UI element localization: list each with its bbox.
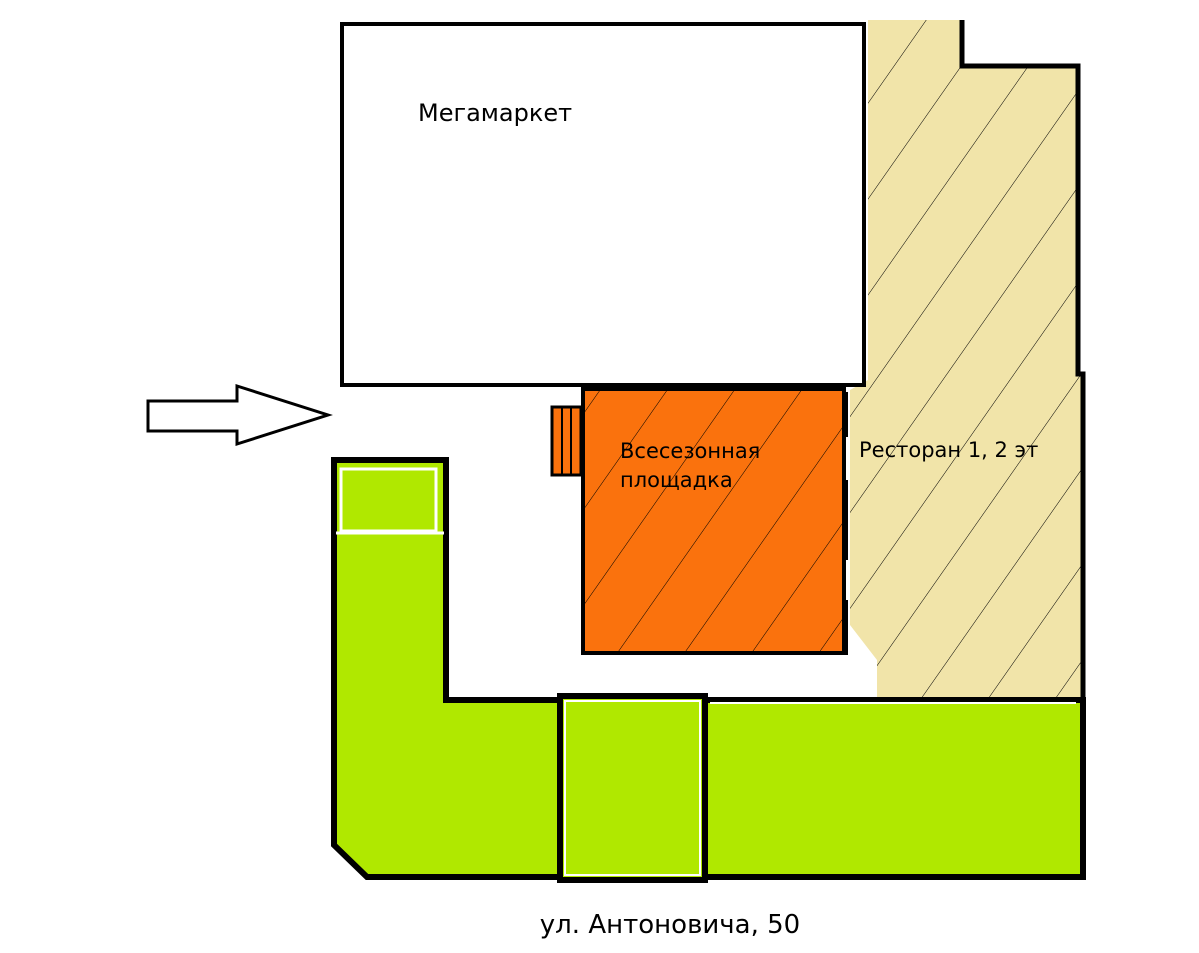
- green-block-middle-section: [557, 693, 708, 883]
- pavilion-entrance-steps: [550, 405, 583, 477]
- street-label: ул. Антоновича, 50: [540, 910, 800, 940]
- megamarket-building[interactable]: Мегамаркет: [340, 22, 866, 387]
- pavilion-hatching: [583, 389, 844, 653]
- green-residential-block[interactable]: [331, 457, 1086, 883]
- restaurant-label: Ресторан 1, 2 эт: [859, 438, 1038, 462]
- green-block-outline: [331, 457, 1086, 880]
- megamarket-outline: [340, 22, 866, 387]
- green-block-top-section: [339, 467, 438, 533]
- green-block-middle-inner: [564, 700, 701, 876]
- megamarket-label: Мегамаркет: [418, 99, 572, 127]
- restaurant-building[interactable]: Ресторан 1, 2 эт: [850, 20, 1086, 703]
- pavilion-label-line-2: площадка: [620, 468, 733, 492]
- entrance-arrow-icon: [146, 383, 333, 447]
- pavilion-label-line-1: Всесезонная: [620, 439, 760, 463]
- restaurant-outline: [959, 20, 1086, 703]
- pavilion-building[interactable]: Всесезонная площадка: [550, 387, 846, 655]
- restaurant-hatching: [850, 20, 1083, 703]
